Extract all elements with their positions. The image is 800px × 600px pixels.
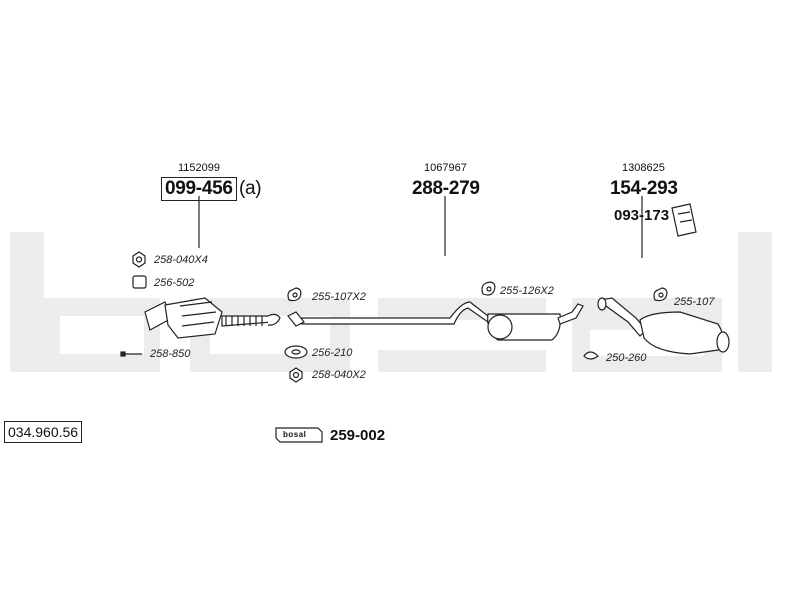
catalyst-body (164, 297, 223, 339)
mount-bracket-icon (671, 203, 697, 237)
part-number-middle: 288-279 (412, 178, 480, 199)
clamp-icon (583, 351, 599, 360)
sub-part-number-rear: 093-173 (614, 207, 670, 224)
middle-pipe (301, 301, 489, 325)
assembly-number: 034.960.56 (8, 424, 79, 440)
ref-number-rear: 1308625 (622, 162, 665, 174)
label-gasket-front: 256-502 (154, 277, 195, 289)
label-hanger-b: 255-126X2 (500, 285, 554, 297)
label-hanger-a: 255-107X2 (312, 291, 366, 303)
assembly-number-box: 034.960.56 (4, 421, 83, 443)
label-clamp: 250-260 (606, 352, 647, 364)
part-number-front: 099-456 (161, 177, 237, 201)
rear-pipe-silencer (597, 297, 730, 355)
label-nut-mid: 258-040X2 (312, 369, 366, 381)
ref-number-front: 1152099 (178, 162, 221, 174)
part-number-rear: 154-293 (610, 178, 678, 199)
label-hanger-c: 255-107 (674, 296, 715, 308)
front-pipe-catalyst (144, 297, 281, 339)
rear-silencer (639, 311, 724, 355)
label-nut-front: 258-040X4 (154, 254, 208, 266)
label-bolt-front: 258-850 (150, 348, 191, 360)
ref-number-middle: 1067967 (424, 162, 467, 174)
kit-box-icon (275, 427, 323, 443)
rear-pipe (598, 297, 647, 337)
middle-pipe-silencer (301, 301, 584, 341)
kit-part-number: 259-002 (330, 427, 386, 444)
label-ring-gasket: 256-210 (312, 347, 353, 359)
gasket-icon (132, 275, 147, 289)
kit-logo: bosal (283, 430, 307, 439)
flex-section (221, 315, 274, 327)
part-suffix-front: (a) (239, 178, 262, 199)
flange-icon (287, 311, 305, 327)
